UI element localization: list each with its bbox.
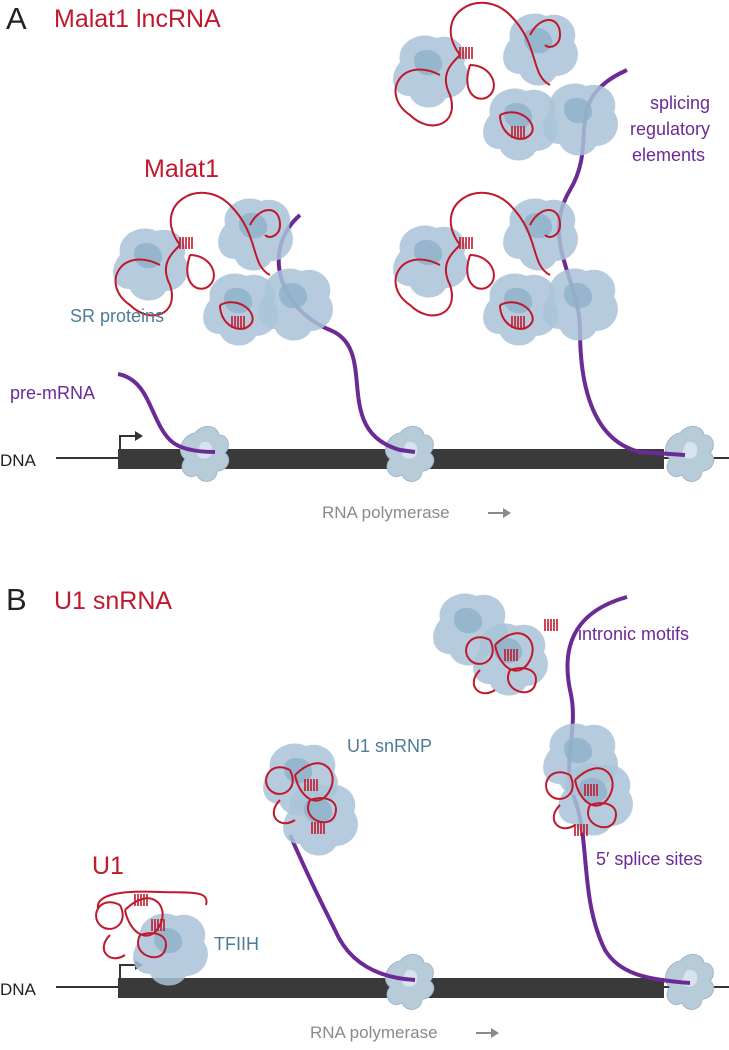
intronic-motifs-label: intronic motifs [578, 624, 689, 644]
malat1-label: Malat1 [144, 155, 219, 183]
rna-hairpin-icon [544, 618, 558, 632]
sr-proteins-label: SR proteins [70, 306, 164, 326]
promoter-arrow-icon [119, 431, 143, 449]
tfiih-label: TFIIH [214, 934, 259, 954]
protein-blob-icon [393, 13, 618, 161]
dna-label-a: DNA [0, 451, 37, 470]
u1-snrnp-label: U1 snRNP [347, 736, 432, 756]
panel-b: B U1 snRNA DNA [0, 582, 729, 1042]
arrow-right-icon [476, 1028, 499, 1038]
arrow-right-icon [488, 508, 511, 518]
protein-blob-icon [543, 723, 633, 836]
panel-a-letter: A [6, 1, 27, 36]
splicing-label-line1: splicing [650, 93, 710, 113]
protein-blob-icon [133, 913, 208, 986]
splicing-label-line2: regulatory [630, 119, 710, 139]
rna-polymerase-label-b: RNA polymerase [310, 1023, 438, 1042]
five-prime-splice-sites-label: 5′ splice sites [596, 849, 702, 869]
u1-rna-backbone [96, 890, 208, 909]
dna-label-b: DNA [0, 980, 37, 999]
pre-mrna-label: pre-mRNA [10, 383, 95, 403]
protein-blob-icon [393, 198, 618, 346]
panel-a-title: Malat1 lncRNA [54, 5, 221, 33]
splicing-elements-label: splicing regulatory elements [630, 93, 710, 165]
rna-polymerase-icon [384, 425, 435, 482]
pre-mrna-strand-1 [117, 372, 216, 454]
rna-polymerase-icon [179, 425, 230, 482]
rna-polymerase-label-a: RNA polymerase [322, 503, 450, 522]
panel-b-title: U1 snRNA [54, 587, 172, 615]
splicing-label-line3: elements [632, 145, 705, 165]
rna-polymerase-icon [384, 953, 435, 1010]
pre-mrna-strand-b1 [288, 834, 416, 982]
u1-label: U1 [92, 852, 124, 880]
protein-blob-icon [433, 593, 548, 696]
panel-a: A Malat1 lncRNA DNA [0, 1, 729, 522]
panel-b-letter: B [6, 582, 27, 617]
